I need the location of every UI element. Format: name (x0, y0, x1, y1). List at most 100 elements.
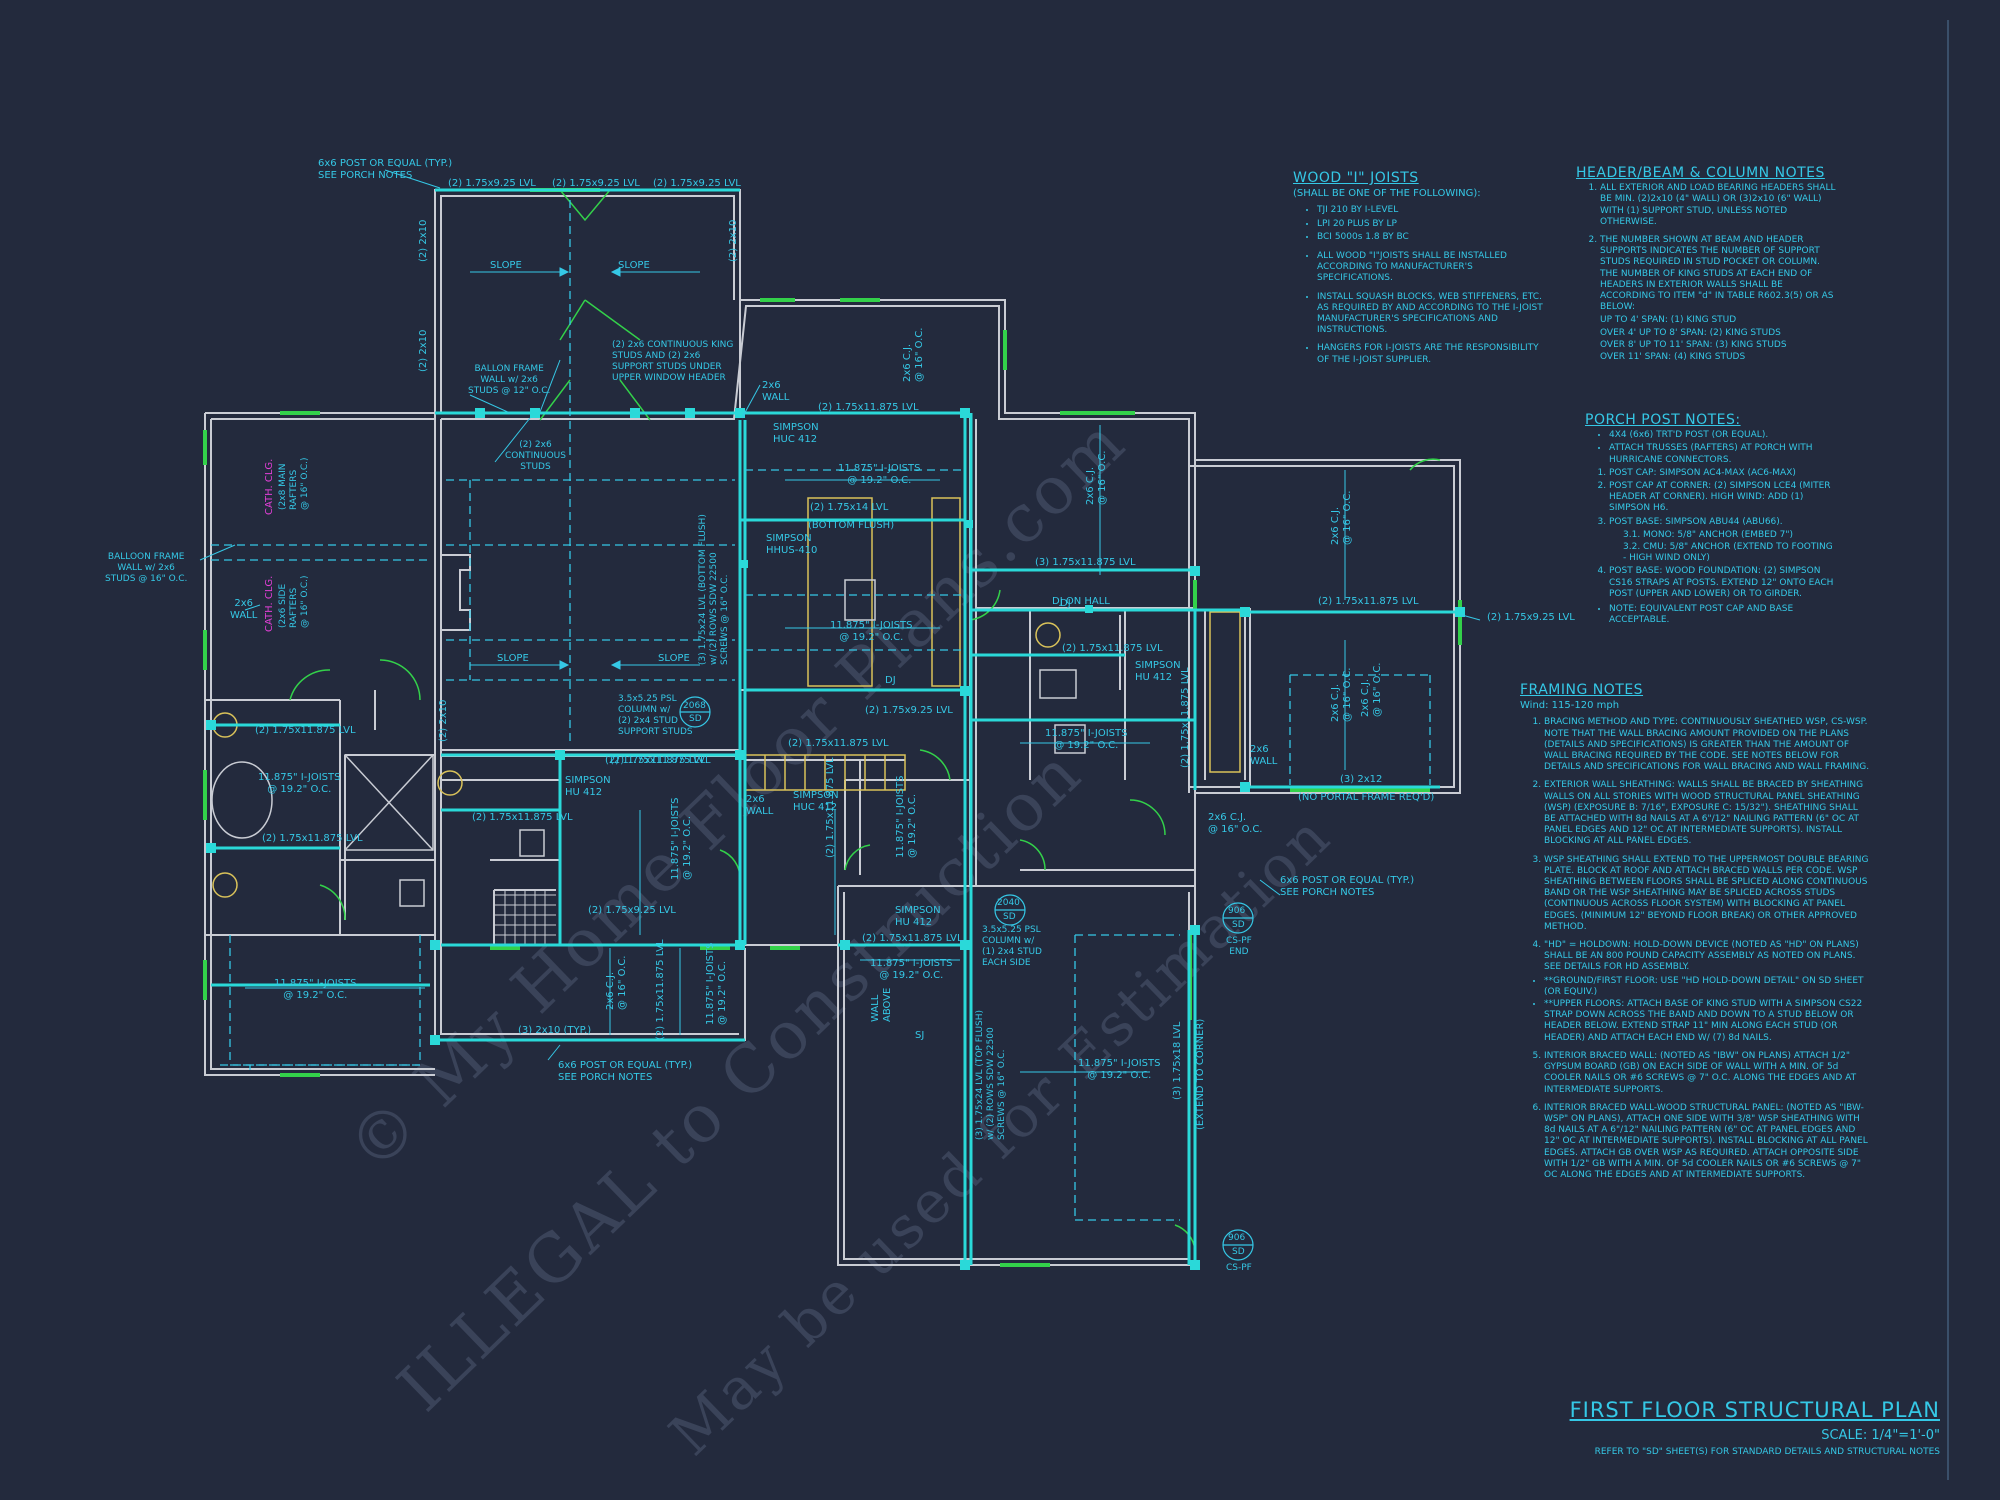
wall-2x6-left: 2x6 WALL (230, 598, 258, 621)
lvl-1875-right: (2) 1.75x11.875 LVL (1318, 596, 1419, 607)
two-2x10-vertical-a: (2) 2x10 (418, 219, 429, 262)
psl-column-note: 3.5x5.25 PSL COLUMN w/ (2) 2x4 STUD SUPP… (618, 694, 693, 737)
cj-lower-vertical: 2x6 C.J. @ 16" O.C. (605, 955, 628, 1011)
cs-pf-end: CS-PF END (1226, 936, 1252, 957)
rafters-main: (2x8 MAIN RAFTERS @ 16" O.C.) (278, 457, 310, 510)
two-2x10-vertical-c: (2) 2x10 (728, 219, 739, 262)
tag-906-b: 906 (1228, 1233, 1246, 1243)
title-block: FIRST FLOOR STRUCTURAL PLAN SCALE: 1/4"=… (1570, 1398, 1940, 1457)
porch-post-numbered: POST CAP: SIMPSON AC4-MAX (AC6-MAX) POST… (1585, 468, 1835, 600)
framing-notes-wind: Wind: 115-120 mph (1520, 700, 1620, 712)
slope-label-2: SLOPE (618, 260, 650, 271)
wall-above: WALL ABOVE (870, 987, 893, 1022)
tag-sd-1: SD (689, 714, 702, 724)
porch-post-mid: 6x6 POST OR EQUAL (TYP.) SEE PORCH NOTES (1280, 875, 1415, 898)
porch-post-items: 4X4 (6x6) TRT'D POST (OR EQUAL). ATTACH … (1585, 430, 1835, 466)
two-2x10-vertical-d: (2) 2x10 (438, 699, 449, 742)
sj-label: SJ (915, 1030, 925, 1041)
ballon-frame-note: BALLON FRAME WALL w/ 2x6 STUDS @ 12" O.C… (468, 364, 551, 396)
post-markers (206, 408, 1465, 1270)
framing-notes-title: FRAMING NOTES (1520, 682, 1644, 698)
plan-walls (204, 189, 1461, 1266)
cj-top: 2x6 C.J. @ 16" O.C. (902, 327, 925, 383)
ijoist-vertical-mid: 11.875" I-JOISTS @ 19.2" O.C. (895, 775, 918, 858)
two-2x12: (3) 2x12 (1340, 774, 1383, 785)
simpson-hu-mid: SIMPSON HU 412 (1135, 660, 1181, 683)
no-portal: (NO PORTAL FRAME REQ'D) (1298, 792, 1435, 803)
porch-post-label-top: 6x6 POST OR EQUAL (TYP.) SEE PORCH NOTES (318, 158, 453, 181)
bottom-flush-label: (BOTTOM FLUSH) (808, 520, 895, 531)
wood-ijoists-options: TJI 210 BY I-LEVEL LPI 20 PLUS BY LP BCI… (1293, 205, 1543, 243)
sheet-scale: SCALE: 1/4"=1'-0" (1821, 1428, 1940, 1443)
header-beam-notes: HEADER/BEAM & COLUMN NOTES ALL EXTERIOR … (1576, 165, 1836, 370)
tag-2040: 2040 (997, 898, 1020, 908)
simpson-huc-mid: SIMPSON HUC 412 (793, 790, 839, 813)
ijoist-left-2: 11.875" I-JOISTS @ 19.2" O.C. (274, 978, 357, 1001)
porch-post-title: PORCH POST NOTES: (1585, 412, 1741, 428)
ijoist-kitchen: 11.875" I-JOISTS @ 19.2" O.C. (838, 463, 921, 486)
lvl-1875-mid-c: (2) 1.75x11.875 LVL (788, 738, 889, 749)
wall-2x6-top: 2x6 WALL (762, 380, 790, 403)
sheet-title: FIRST FLOOR STRUCTURAL PLAN (1569, 1398, 1940, 1422)
simpson-huc-top: SIMPSON HUC 412 (773, 422, 819, 445)
two-2x10-vertical-b: (2) 2x10 (418, 329, 429, 372)
continuous-studs-note: (2) 2x6 CONTINUOUS STUDS (505, 440, 566, 472)
lvl-1875-center-b: (2) 1.75x11.875 LVL (862, 933, 963, 944)
joist-dashes (211, 200, 1431, 1221)
lvl-top-3: (2) 1.75x9.25 LVL (653, 178, 741, 189)
lvl-175x14: (2) 1.75x14 LVL (810, 502, 889, 513)
psl-column-garage: 3.5x5.25 PSL COLUMN w/ (1) 2x4 STUD EACH… (982, 925, 1042, 968)
ijoist-lower-vertical: 11.875" I-JOISTS @ 19.2" O.C. (705, 942, 728, 1025)
cath-clg-label-2: CATH. CLG. (264, 575, 275, 632)
lvl-925-mid: (2) 1.75x9.25 LVL (865, 705, 953, 716)
dj-label-2: DJ (1060, 598, 1071, 609)
cath-clg-label-1: CATH. CLG. (264, 458, 275, 515)
lvl-bottom-flush: (3) 1.75x24 LVL (BOTTOM FLUSH) w/ (2) RO… (698, 514, 730, 665)
cj-right-lower: 2x6 C.J. @ 16" O.C. (1330, 667, 1353, 723)
span-arrows (245, 267, 1346, 1073)
tag-906-a: 906 (1228, 906, 1246, 916)
framing-notes-items: BRACING METHOD AND TYPE: CONTINUOUSLY SH… (1520, 717, 1872, 1181)
lvl-1875-vertical-b: (2) 1.75x11.875 LVL (825, 757, 836, 858)
lvl-925-right: (2) 1.75x9.25 LVL (1487, 612, 1575, 623)
wall-2x6-right: 2x6 WALL (1250, 744, 1278, 767)
lvl-1875-mid-a: (3) 1.75x11.875 LVL (1035, 557, 1136, 568)
dj-label-1: DJ (885, 675, 896, 686)
cj-right: 2x6 C.J. @ 16" O.C. (1330, 490, 1353, 546)
cj-garage-vertical: 2x6 C.J. @ 16" O.C. (1360, 662, 1383, 718)
simpson-hhus: SIMPSON HHUS-410 (766, 533, 818, 556)
ijoist-bath: 11.875" I-JOISTS @ 19.2" O.C. (1045, 728, 1128, 751)
king-studs-note: (2) 2x6 CONTINUOUS KING STUDS AND (2) 2x… (612, 340, 734, 383)
tag-sd-2: SD (1003, 912, 1016, 922)
tag-sd-4: SD (1232, 1247, 1245, 1257)
header-beam-items: ALL EXTERIOR AND LOAD BEARING HEADERS SH… (1576, 183, 1836, 363)
windows (203, 188, 1462, 1267)
cj-bath: 2x6 C.J. @ 16" O.C. (1208, 812, 1263, 835)
wood-ijoists-notes: WOOD "I" JOISTS (SHALL BE ONE OF THE FOL… (1293, 171, 1543, 373)
ijoist-left-1: 11.875" I-JOISTS @ 19.2" O.C. (258, 772, 341, 795)
lvl-top-flush: (3) 1.75x24 LVL (TOP FLUSH) w/ (2) ROWS … (975, 1009, 1007, 1140)
fixture-outlines (211, 579, 1086, 907)
tag-sd-3: SD (1232, 920, 1245, 930)
slope-label-3: SLOPE (497, 653, 529, 664)
wood-ijoists-items: ALL WOOD "I"JOISTS SHALL BE INSTALLED AC… (1293, 251, 1543, 366)
wall-2x6-center: 2x6 WALL (746, 794, 774, 817)
lvl-lower-vertical: (2) 1.75x11.875 LVL (655, 939, 666, 1040)
ijoist-center-vertical: 11.875" I-JOISTS @ 19.2" O.C. (670, 797, 693, 880)
ijoist-garage: 11.875" I-JOISTS @ 19.2" O.C. (1078, 1058, 1161, 1081)
beams (211, 188, 1460, 1265)
balloon-frame-left-note: BALLOON FRAME WALL w/ 2x6 STUDS @ 16" O.… (105, 552, 188, 584)
framing-notes: FRAMING NOTES Wind: 115-120 mph BRACING … (1520, 682, 1872, 1188)
two-2x10-typ: (3) 2x10 (TYP.) (518, 1025, 592, 1036)
porch-post-bottom: 6x6 POST OR EQUAL (TYP.) SEE PORCH NOTES (558, 1060, 693, 1083)
tag-2068: 2068 (683, 701, 706, 711)
lvl-garage-right: (3) 1.75x18 LVL (1172, 1021, 1183, 1100)
extend-corner: (EXTEND TO CORNER) (1195, 1018, 1206, 1130)
header-beam-title: HEADER/BEAM & COLUMN NOTES (1576, 165, 1825, 181)
doors (289, 189, 1441, 1251)
lvl-1875-vertical: (2) 1.75x11.875 LVL (1180, 667, 1191, 768)
lvl-1875-mid-d: (2) 1.75x11.875 LVL (610, 755, 711, 766)
slope-label-4: SLOPE (658, 653, 690, 664)
